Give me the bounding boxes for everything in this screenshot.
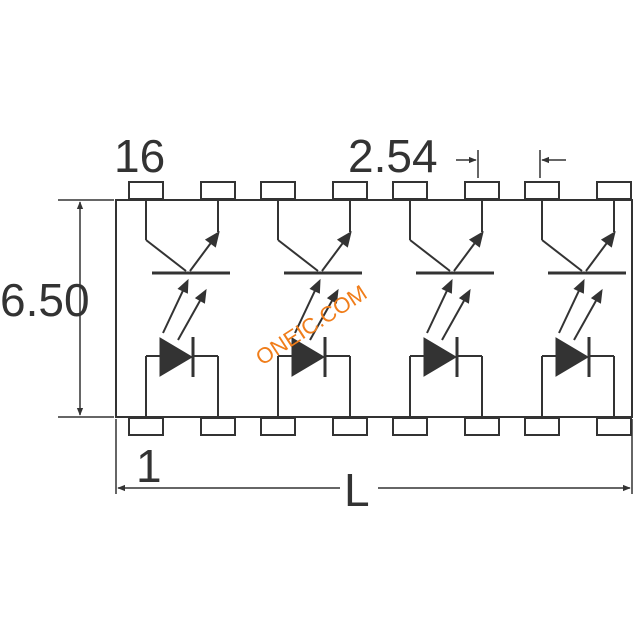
pin-bottom-2: [200, 417, 236, 436]
led-triangle: [291, 337, 325, 377]
pin-bottom-4: [332, 417, 368, 436]
arrowhead: [590, 288, 603, 304]
led-triangle: [423, 337, 457, 377]
arrowhead: [204, 230, 220, 248]
arrowhead: [468, 230, 484, 248]
pin-bottom-8: [596, 417, 632, 436]
pin-bottom-1: [128, 417, 164, 436]
arrowhead: [326, 288, 339, 304]
height-dimension: [58, 199, 114, 418]
pin-top-16: [128, 181, 164, 200]
led-triangle: [555, 337, 589, 377]
channel-1: [145, 200, 230, 418]
height-label: 6.50: [0, 274, 90, 326]
pitch-label: 2.54: [348, 130, 438, 182]
led-triangle: [159, 337, 193, 377]
arrowhead: [336, 230, 352, 248]
opto-channels: [145, 200, 626, 418]
pin-bottom-7: [524, 417, 560, 436]
channel-3: [409, 200, 494, 418]
light-arrows: [426, 278, 471, 341]
pin-top-15: [200, 181, 236, 200]
pin-top-9: [596, 181, 632, 200]
pitch-dimension: [456, 150, 566, 178]
light-arrows: [162, 278, 207, 341]
package-body: [115, 199, 633, 418]
light-arrows: [294, 278, 339, 341]
phototransistor-symbol: [277, 200, 362, 275]
arrowhead: [177, 278, 189, 294]
pin-top-12: [392, 181, 428, 200]
top-pins: [128, 181, 632, 200]
channel-4: [541, 200, 626, 418]
pin-bottom-5: [392, 417, 428, 436]
arrowhead: [309, 278, 321, 294]
pin-top-11: [464, 181, 500, 200]
pin-bottom-6: [464, 417, 500, 436]
phototransistor-symbol: [145, 200, 230, 275]
length-label: L: [344, 464, 370, 516]
pin-bottom-3: [260, 417, 296, 436]
arrowhead: [441, 278, 453, 294]
pin-top-14: [260, 181, 296, 200]
pin-top-13: [332, 181, 368, 200]
led-symbol: [409, 337, 483, 418]
pin-16-label: 16: [114, 130, 165, 182]
length-dimension: [115, 419, 633, 494]
arrowhead: [600, 230, 616, 248]
led-symbol: [277, 337, 351, 418]
led-symbol: [541, 337, 615, 418]
channel-2: [277, 200, 362, 418]
bottom-pins: [128, 417, 632, 436]
pin-top-10: [524, 181, 560, 200]
arrowhead: [573, 278, 585, 294]
led-symbol: [145, 337, 219, 418]
arrowhead: [458, 288, 471, 304]
arrowhead: [194, 288, 207, 304]
phototransistor-symbol: [541, 200, 626, 275]
light-arrows: [558, 278, 603, 341]
phototransistor-symbol: [409, 200, 494, 275]
pin-1-label: 1: [136, 440, 162, 492]
